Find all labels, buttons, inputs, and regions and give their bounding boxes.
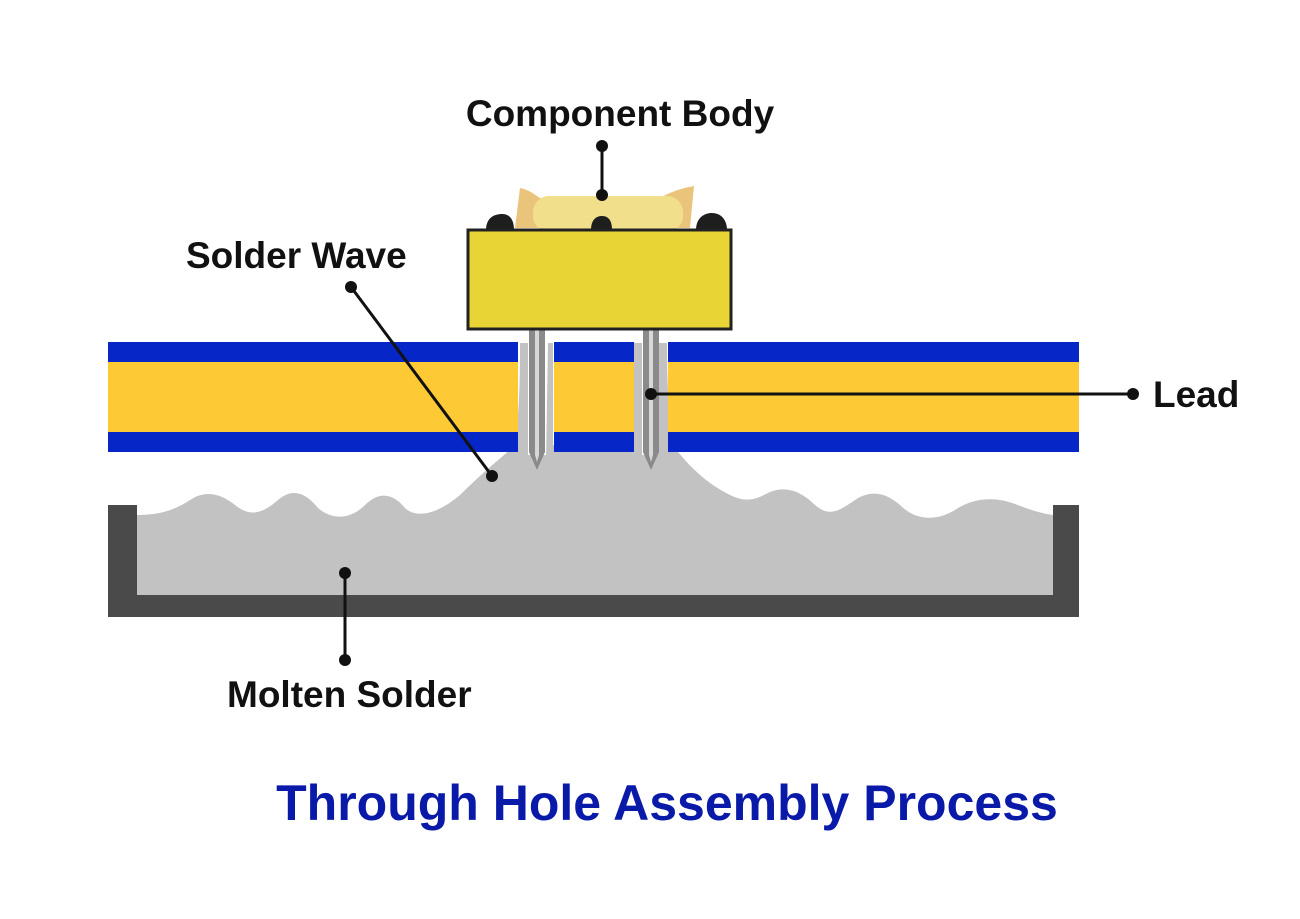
- molten-solder-callout: [339, 567, 351, 666]
- component-body: [466, 228, 733, 331]
- pcb-right-segment: [668, 342, 1079, 452]
- component-body-callout: [596, 140, 608, 201]
- label-solder-wave: Solder Wave: [186, 235, 407, 276]
- solder-wave-callout: [345, 281, 498, 482]
- solder-tank: [108, 505, 1079, 617]
- molten-solder: [137, 445, 1053, 595]
- label-lead: Lead: [1153, 374, 1239, 415]
- lead-left: [529, 328, 545, 470]
- diagram-title: Through Hole Assembly Process: [276, 775, 1058, 831]
- solder-fillet-left-right: [546, 343, 553, 460]
- pcb-middle-segment: [554, 342, 634, 452]
- lead-callout: [645, 388, 1139, 400]
- label-molten-solder: Molten Solder: [227, 674, 472, 715]
- solder-fillet-right: [634, 343, 642, 460]
- component-top-detail: [486, 186, 727, 232]
- pcb-left-segment: [108, 342, 518, 452]
- label-component-body: Component Body: [466, 93, 775, 134]
